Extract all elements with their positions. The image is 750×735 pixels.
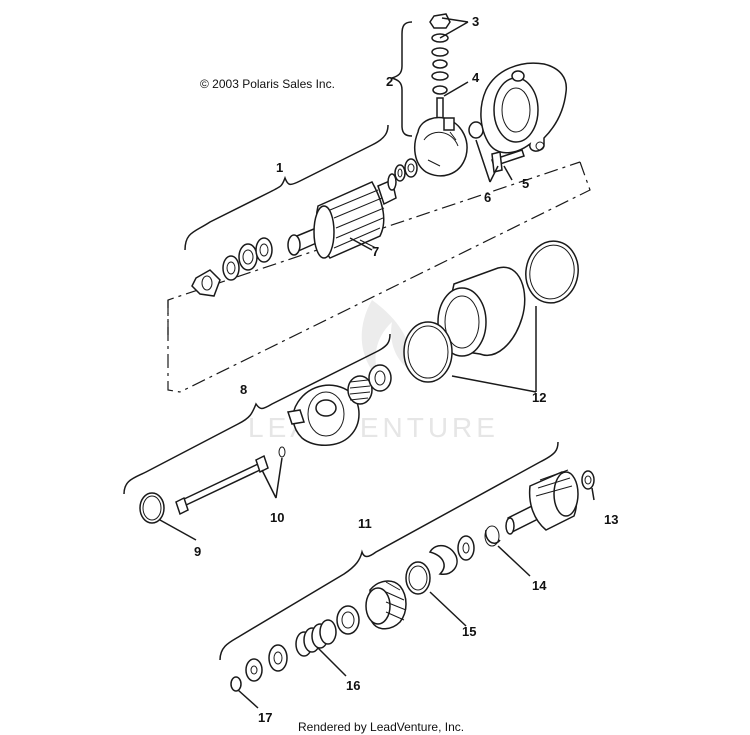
o-ring-9 — [139, 492, 165, 524]
callout-15: 15 — [462, 624, 476, 639]
o-ring-large-left — [403, 321, 453, 383]
end-housing — [480, 62, 568, 154]
callout-6: 6 — [484, 190, 491, 205]
spring — [295, 619, 337, 657]
o-ring-large-right — [525, 240, 579, 304]
copyright-text: © 2003 Polaris Sales Inc. — [200, 77, 335, 91]
callout-5: 5 — [522, 176, 529, 191]
nut-stack — [429, 13, 451, 119]
callout-16: 16 — [346, 678, 360, 693]
callout-labels: 3 2 4 1 5 6 7 8 12 10 9 11 13 14 15 16 1… — [194, 14, 618, 725]
through-bolt-group — [139, 446, 286, 541]
bracket-11 — [219, 441, 559, 661]
field-housing-group — [403, 240, 579, 383]
bolt-5 — [491, 149, 525, 173]
clutch-gear — [365, 580, 407, 630]
watermark-text: LEADVENTURE — [248, 412, 499, 443]
drive-end-group — [123, 333, 392, 495]
callout-10: 10 — [270, 510, 284, 525]
callout-1: 1 — [276, 160, 283, 175]
callout-13: 13 — [604, 512, 618, 527]
through-bolt — [181, 462, 261, 508]
callout-12: 12 — [532, 390, 546, 405]
right-washers — [394, 158, 418, 182]
retainer-clip — [428, 544, 458, 575]
callout-14: 14 — [532, 578, 547, 593]
callout-9: 9 — [194, 544, 201, 559]
needle-bearing — [347, 364, 392, 405]
callout-7: 7 — [372, 244, 379, 259]
callout-2: 2 — [386, 74, 393, 89]
leader-lines — [237, 17, 595, 709]
callout-11: 11 — [358, 516, 372, 531]
bracket-8 — [123, 333, 391, 495]
brush-plate — [413, 116, 468, 177]
footer-credit: Rendered by LeadVenture, Inc. — [298, 720, 464, 734]
armature-part — [287, 173, 397, 259]
callout-17: 17 — [258, 710, 272, 725]
callout-4: 4 — [472, 70, 480, 85]
bracket-2 — [389, 21, 413, 137]
bracket-1 — [184, 124, 389, 251]
armature-group — [184, 124, 418, 297]
callout-8: 8 — [240, 382, 247, 397]
left-washers — [191, 237, 273, 297]
assembly-dashed-frame — [167, 161, 591, 393]
gear-shaft-group — [219, 441, 595, 692]
callout-3: 3 — [472, 14, 479, 29]
pinion-shaft — [505, 469, 579, 535]
